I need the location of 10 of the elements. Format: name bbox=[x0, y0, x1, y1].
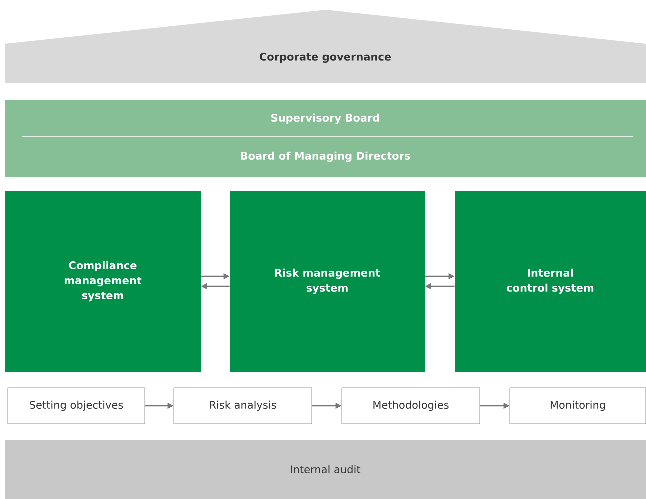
process-box: Methodologies bbox=[342, 388, 480, 424]
process-box: Risk analysis bbox=[174, 388, 312, 424]
process-box: Monitoring bbox=[510, 388, 646, 424]
board-band: Supervisory Board Board of Managing Directors bbox=[5, 100, 646, 177]
system-box: Risk management system bbox=[230, 191, 425, 372]
system-box: Compliance management system bbox=[5, 191, 201, 372]
audit-band: Internal audit bbox=[5, 440, 646, 499]
process-box: Setting objectives bbox=[8, 388, 146, 424]
system-box: Internal control system bbox=[455, 191, 646, 372]
roof-band: Corporate governance bbox=[5, 10, 646, 83]
